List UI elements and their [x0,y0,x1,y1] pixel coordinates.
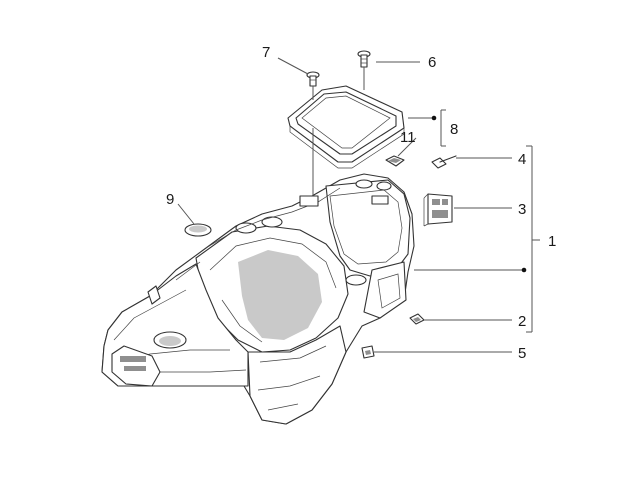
callout-4: 4 [518,151,526,168]
callout-11: 11 [400,129,416,146]
leader-dot-part-8 [431,115,437,121]
leader-lines [177,57,540,353]
rubber-cap-part-9 [184,223,212,237]
callout-2: 2 [518,313,526,330]
callout-5: 5 [518,345,526,362]
screw-part-7 [306,71,320,87]
callout-6: 6 [428,54,436,71]
callout-8: 8 [450,121,458,138]
callout-3: 3 [518,201,526,218]
callout-1: 1 [548,233,556,250]
helmet-compartment-body [101,173,415,425]
callout-9: 9 [166,191,174,208]
label-plate-part-11 [385,155,405,167]
bracket-part-3 [423,193,453,227]
screw-part-6 [357,50,371,68]
clip-part-4 [431,155,457,169]
nut-part-2 [409,313,425,325]
leader-dot-part-1 [521,267,527,273]
callout-7: 7 [262,44,270,61]
callout-labels: 6 7 8 11 4 3 1 2 5 9 [166,44,556,362]
clip-part-5 [361,345,375,359]
compartment-lid [287,85,405,169]
